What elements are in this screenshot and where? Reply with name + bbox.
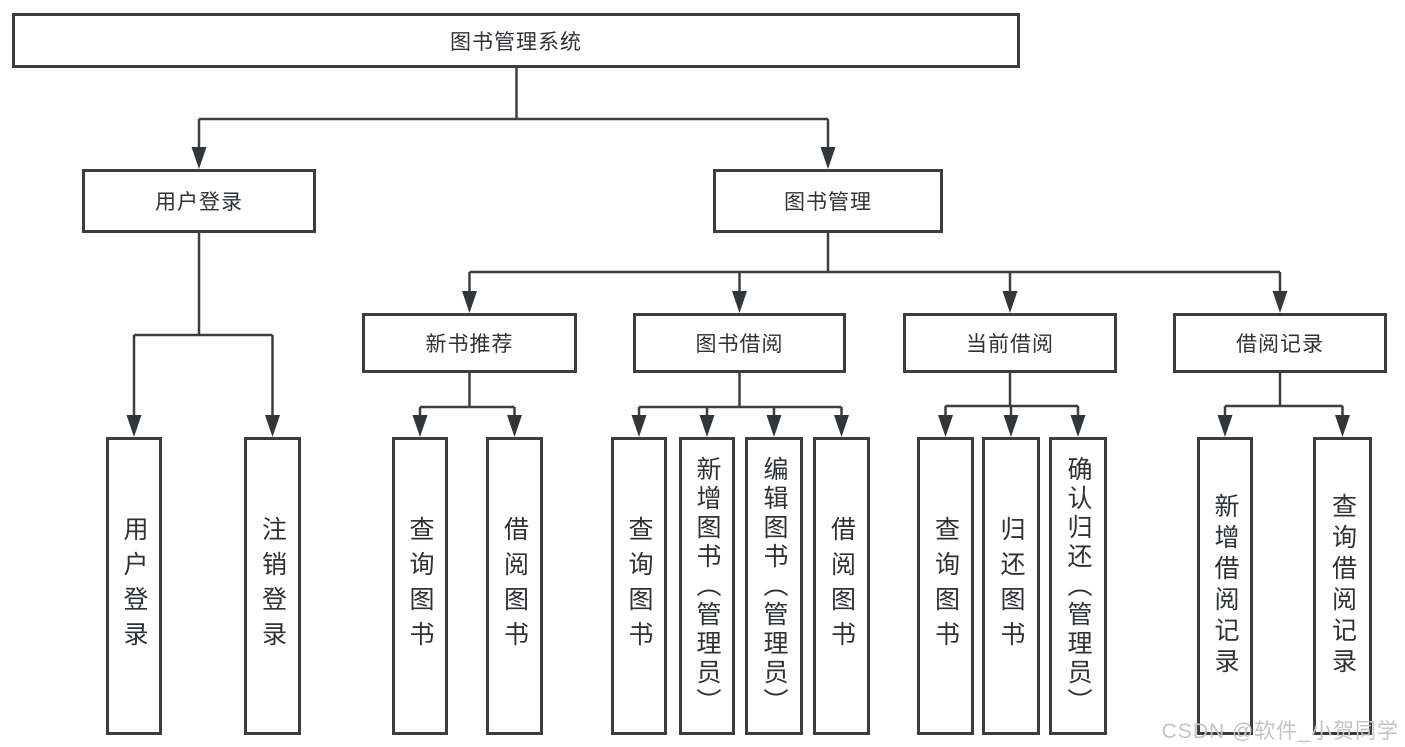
- node-book-management: 图书管理: [713, 169, 943, 233]
- leaf-query-borrow-record-label: 查询借阅记录: [1328, 493, 1357, 679]
- node-new-book-recommend-label: 新书推荐: [425, 333, 514, 356]
- leaf-add-book-admin-label: 新增图书（管理员）: [693, 455, 721, 717]
- leaf-confirm-return-admin: 确认归还（管理员）: [1049, 437, 1107, 735]
- leaf-user-login: 用户登录: [106, 437, 162, 735]
- node-borrow-records: 借阅记录: [1173, 313, 1387, 373]
- node-user-login-label: 用户登录: [155, 191, 243, 214]
- leaf-user-login-label: 用户登录: [120, 516, 148, 656]
- node-borrow-records-label: 借阅记录: [1236, 333, 1324, 356]
- leaf-query-books-current: 查询图书: [917, 437, 974, 735]
- leaf-query-borrow-record: 查询借阅记录: [1313, 437, 1372, 735]
- csdn-watermark: CSDN @软件_小贺同学: [1161, 720, 1399, 743]
- leaf-logout-label: 注销登录: [258, 516, 287, 656]
- leaf-borrow-books-recommend-label: 借阅图书: [500, 516, 529, 656]
- node-current-borrow-label: 当前借阅: [966, 333, 1054, 356]
- leaf-confirm-return-admin-label: 确认归还（管理员）: [1064, 455, 1092, 717]
- leaf-query-books-recommend: 查询图书: [392, 437, 448, 735]
- node-new-book-recommend: 新书推荐: [362, 313, 577, 373]
- leaf-query-books-borrow-label: 查询图书: [625, 516, 653, 656]
- node-current-borrow: 当前借阅: [903, 313, 1117, 373]
- leaf-logout: 注销登录: [244, 437, 301, 735]
- node-library-system-label: 图书管理系统: [450, 30, 582, 54]
- leaf-borrow-books-label: 借阅图书: [827, 516, 856, 656]
- leaf-query-books-current-label: 查询图书: [931, 516, 960, 656]
- leaf-borrow-books-recommend: 借阅图书: [486, 437, 543, 735]
- leaf-add-borrow-record: 新增借阅记录: [1197, 437, 1253, 735]
- node-book-management-label: 图书管理: [784, 191, 872, 214]
- leaf-edit-book-admin: 编辑图书（管理员）: [745, 437, 803, 735]
- leaf-query-books-recommend-label: 查询图书: [406, 516, 434, 656]
- leaf-add-borrow-record-label: 新增借阅记录: [1211, 493, 1239, 679]
- leaf-query-books-borrow: 查询图书: [611, 437, 667, 735]
- leaf-return-book: 归还图书: [982, 437, 1040, 735]
- leaf-borrow-books: 借阅图书: [813, 437, 870, 735]
- node-user-login: 用户登录: [82, 169, 316, 233]
- leaf-edit-book-admin-label: 编辑图书（管理员）: [760, 455, 788, 717]
- arrowhead-group: [126, 147, 1350, 437]
- leaf-add-book-admin: 新增图书（管理员）: [679, 437, 735, 735]
- node-book-borrow: 图书借阅: [633, 313, 846, 373]
- node-book-borrow-label: 图书借阅: [695, 333, 784, 356]
- leaf-return-book-label: 归还图书: [997, 516, 1025, 656]
- node-library-system: 图书管理系统: [12, 13, 1020, 68]
